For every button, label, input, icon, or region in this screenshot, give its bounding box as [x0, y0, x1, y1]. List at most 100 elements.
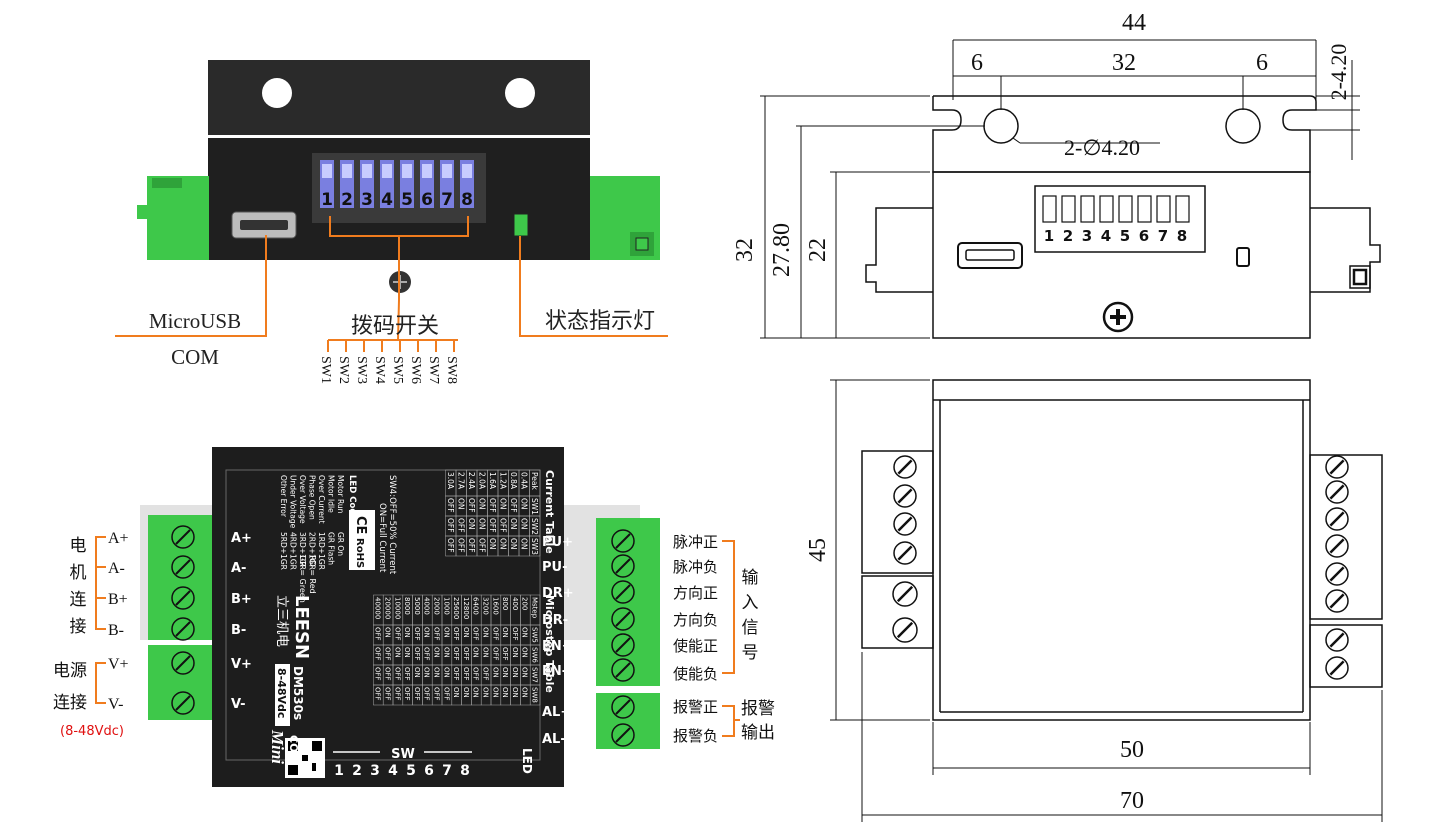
series-name: Mini: [268, 729, 287, 764]
microstep-table-cell: ON: [462, 687, 470, 698]
sw-label: SW4: [372, 356, 387, 384]
current-table-cell: ON: [509, 518, 518, 530]
drawing-screw: [1325, 480, 1349, 504]
dim-hole-offset-left: 6: [971, 50, 983, 76]
motor-pin: A+: [108, 530, 129, 547]
dim-slot: 2-4.20: [1326, 44, 1351, 101]
dim-depth: 45: [805, 538, 831, 562]
sw-label: SW7: [426, 356, 441, 384]
microstep-table-cell: ON: [472, 687, 480, 698]
microstep-table-cell: OFF: [442, 687, 450, 701]
micro-usb-label: MicroUSB: [149, 309, 241, 333]
microstep-table-cell: OFF: [403, 687, 411, 701]
microstep-table-cell: ON: [501, 687, 509, 698]
microstep-table-cell: OFF: [384, 687, 392, 701]
drawing-dip-key: [1137, 195, 1152, 223]
mounting-hole-right: [505, 78, 535, 108]
led-code-name: Phase Open: [308, 475, 317, 520]
input-group-char: 输: [742, 568, 759, 588]
current-table-cell: ON: [499, 538, 508, 550]
microstep-table-cell: 25600: [452, 597, 460, 619]
sw4-note-1: SW4:OFF=50% Current: [387, 475, 397, 575]
alarm-label: 报警正: [673, 698, 718, 716]
microstep-table-cell: OFF: [374, 667, 382, 681]
cert-rohs: RoHS: [354, 538, 365, 568]
drawing-screw: [893, 512, 917, 536]
motor-char: 电: [70, 536, 87, 556]
led-code-value: 5RD+1GR: [279, 532, 288, 570]
drawing-dip-key: [1080, 195, 1095, 223]
microstep-table-cell: OFF: [472, 627, 480, 641]
panel-right-terminal-label: DR+: [542, 586, 574, 601]
current-table: PeakSW1SW2SW30.4AONONON0.8AOFFONON1.2AON…: [445, 469, 541, 557]
drawing-dip-number: 8: [1177, 227, 1187, 245]
microstep-table-cell: OFF: [374, 647, 382, 661]
microstep-table-cell: 3200: [482, 597, 490, 615]
input-signal-label: 脉冲正: [673, 533, 718, 551]
input-signal-label: 方向正: [673, 584, 718, 602]
microstep-table-cell: 20000: [384, 597, 392, 619]
current-table-cell: 1.2A: [499, 472, 508, 490]
current-table-cell: OFF: [488, 518, 497, 533]
drawing-dip-key: [1118, 195, 1133, 223]
panel-right-terminal-label: EN-: [542, 664, 567, 679]
panel-sw-number: 6: [424, 763, 434, 779]
microstep-table-cell: 10000: [393, 597, 401, 619]
led-code-value: 3RD+1GR: [298, 532, 307, 570]
left-terminal-block: [137, 176, 209, 260]
drawing-screw: [892, 617, 918, 643]
panel-left-terminal-label: V+: [231, 657, 252, 672]
right-annotation-brackets: [722, 540, 740, 737]
microstep-table-cell: ON: [442, 667, 450, 678]
panel-sw-number: 5: [406, 763, 416, 779]
voltage-badge: 8-48Vdc: [275, 668, 288, 718]
panel-sw-number: 1: [334, 763, 344, 779]
dip-key-slider: [342, 164, 352, 178]
microstep-table-cell: SW7: [531, 667, 539, 683]
current-table-cell: OFF: [467, 498, 476, 513]
panel-right-terminal-label: PU-: [542, 560, 567, 575]
drawing-dip-key: [1175, 195, 1190, 223]
panel-right-terminal-label: PU+: [542, 535, 573, 550]
microstep-table-cell: OFF: [452, 667, 460, 681]
mount-hole-right: [1225, 108, 1261, 144]
current-table-cell: ON: [488, 538, 497, 550]
microstep-table-cell: Mstep: [531, 597, 539, 619]
qr-code: [285, 738, 325, 778]
panel-left-terminal-label: B-: [231, 623, 246, 638]
power-pin: V-: [108, 696, 123, 713]
panel-sw-number: 7: [442, 763, 452, 779]
current-table-cell: ON: [478, 518, 487, 530]
power-pin-labels: V+V-: [108, 656, 129, 713]
drawing-dip-key: [1042, 195, 1057, 223]
brand-cn: 立三机电: [274, 595, 289, 647]
microstep-table-cell: OFF: [433, 687, 441, 701]
dip-number: 3: [361, 190, 373, 210]
microstep-table-cell: OFF: [393, 627, 401, 641]
status-led-label: 状态指示灯: [545, 309, 655, 334]
current-table-cell: OFF: [488, 498, 497, 513]
front-panel-photo: [140, 447, 660, 787]
dip-number: 4: [381, 190, 393, 210]
microstep-table-cell: OFF: [452, 627, 460, 641]
microstep-table-cell: 2000: [433, 597, 441, 615]
microstep-table-cell: ON: [511, 647, 519, 658]
microstep-table-cell: ON: [511, 667, 519, 678]
microstep-table-cell: 200: [521, 597, 529, 610]
panel-right-terminal-label: DR-: [542, 613, 568, 628]
mounting-flange: [208, 60, 590, 135]
dim-height-2: 27.80: [769, 223, 795, 277]
led-code-value: GR Flash: [327, 532, 336, 565]
microstep-table-cell: OFF: [511, 627, 519, 641]
drawing-dip-key: [1061, 195, 1076, 223]
dip-number: 2: [341, 190, 353, 210]
microstep-table-cell: ON: [413, 667, 421, 678]
microstep-table-cell: 12800: [462, 597, 470, 619]
led-code-name: Other Error: [279, 475, 288, 518]
led-code-value: 2RD+1GR: [308, 532, 317, 570]
dim-height-total: 32: [732, 238, 758, 262]
microstep-table-cell: OFF: [393, 687, 401, 701]
